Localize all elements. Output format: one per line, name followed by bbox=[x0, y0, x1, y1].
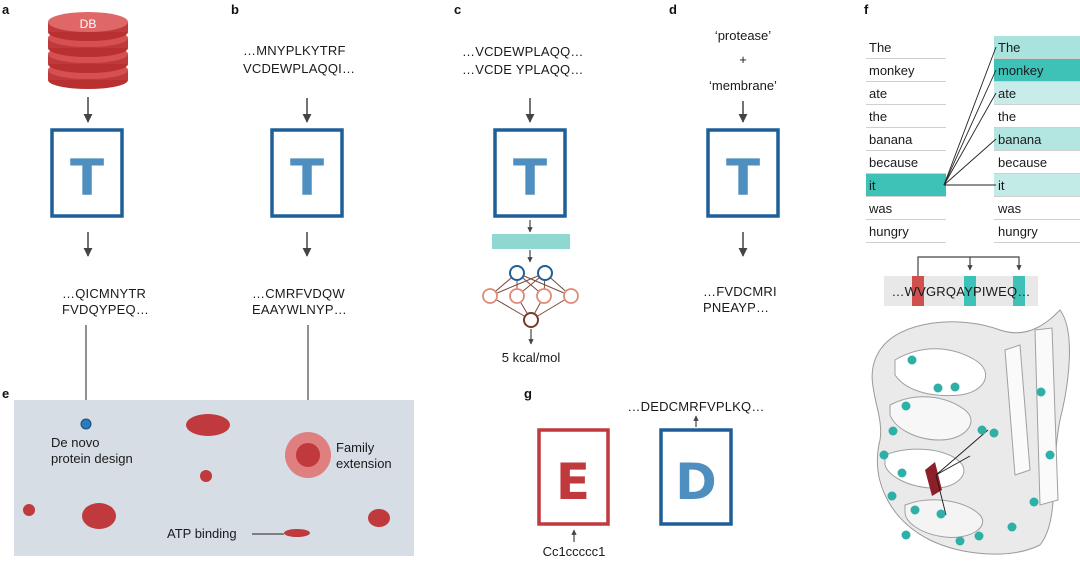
attn-right-word: banana bbox=[998, 132, 1042, 147]
prompt-plus: + bbox=[739, 52, 747, 67]
attn-left-word: banana bbox=[869, 132, 913, 147]
protein-structure bbox=[871, 309, 1070, 555]
attn-right-highlight bbox=[994, 36, 1080, 58]
attn-right-word: hungry bbox=[998, 224, 1038, 239]
panel-label-e: e bbox=[2, 386, 9, 401]
prompt-protease: ‘protease’ bbox=[715, 28, 771, 43]
decoded-sequence: …DEDCMRFVPLKQ… bbox=[627, 399, 764, 414]
prompt-membrane: ‘membrane’ bbox=[709, 78, 777, 93]
attention-words-left: The monkey ate the banana because it was hungry bbox=[866, 40, 946, 243]
output-seq-d-2: PNEAYP… bbox=[703, 300, 769, 315]
transformer-block-c bbox=[493, 128, 567, 218]
output-seq-b-2: EAAYWLNYP… bbox=[252, 302, 347, 317]
annotation-de-novo-2: protein design bbox=[51, 451, 133, 466]
sequence-track bbox=[884, 276, 1038, 306]
attn-right-highlight bbox=[994, 174, 1080, 196]
attn-left-word: because bbox=[869, 155, 918, 170]
decoder-letter: D bbox=[675, 453, 717, 511]
sequence-attended-residue-2 bbox=[1013, 276, 1025, 306]
annotation-atp: ATP binding bbox=[167, 526, 237, 541]
panel-label-f: f bbox=[864, 2, 869, 17]
sequence-query-residue bbox=[912, 276, 924, 306]
sequence-attended-residue-1 bbox=[964, 276, 976, 306]
input-seq-c-2: …VCDE YPLAQQ… bbox=[462, 62, 584, 77]
de-novo-point bbox=[80, 418, 92, 430]
panel-label-c: c bbox=[454, 2, 461, 17]
attention-lines bbox=[943, 46, 997, 186]
attn-left-highlight bbox=[866, 174, 946, 196]
attn-line bbox=[943, 46, 997, 186]
annotation-family-1: Family bbox=[336, 440, 375, 455]
attn-right-highlight bbox=[994, 82, 1080, 104]
attn-left-word: monkey bbox=[869, 63, 915, 78]
attn-right-highlight bbox=[994, 128, 1080, 150]
attn-right-word: The bbox=[998, 40, 1020, 55]
attn-right-word: because bbox=[998, 155, 1047, 170]
annotation-family-2: extension bbox=[336, 456, 392, 471]
smiles-input: Cc1ccccc1 bbox=[543, 544, 606, 559]
attn-left-word: it bbox=[869, 178, 876, 193]
protein-space-blobs bbox=[23, 414, 390, 537]
attn-line bbox=[943, 69, 997, 186]
attn-right-word: was bbox=[997, 201, 1022, 216]
attn-left-word: the bbox=[869, 109, 887, 124]
attn-left-word: hungry bbox=[869, 224, 909, 239]
energy-output: 5 kcal/mol bbox=[502, 350, 561, 365]
transformer-letter-b: T bbox=[290, 149, 324, 207]
output-seq-a-2: FVDQYPEQ… bbox=[62, 302, 149, 317]
attention-sequence: …WVGRQAYPIWEQ… bbox=[891, 284, 1030, 299]
transformer-letter-d: T bbox=[726, 149, 760, 207]
attn-line bbox=[943, 138, 997, 186]
attn-left-word: ate bbox=[869, 86, 887, 101]
panel-label-b: b bbox=[231, 2, 239, 17]
encoder-block bbox=[537, 428, 610, 526]
encoder-letter: E bbox=[556, 453, 590, 511]
database-stack: DB bbox=[48, 12, 128, 89]
output-seq-b-1: …CMRFVDQW bbox=[252, 286, 345, 301]
attn-right-word: ate bbox=[998, 86, 1016, 101]
panel-label-a: a bbox=[2, 2, 10, 17]
decoder-block bbox=[659, 428, 733, 526]
output-seq-d-1: …FVDCMRI bbox=[703, 284, 777, 299]
attn-right-highlight bbox=[994, 59, 1080, 81]
neural-network-head bbox=[482, 265, 579, 328]
embedding-bar bbox=[492, 234, 570, 249]
attn-right-word: monkey bbox=[998, 63, 1044, 78]
input-seq-c-1: …VCDEWPLAQQ… bbox=[462, 44, 584, 59]
attention-words-right: The monkey ate the banana because it was hungry bbox=[994, 36, 1080, 243]
attn-right-word: it bbox=[998, 178, 1005, 193]
panel-label-d: d bbox=[669, 2, 677, 17]
attn-right-word: the bbox=[998, 109, 1016, 124]
attn-line bbox=[943, 92, 997, 186]
input-seq-b-2: VCDEWPLAQQI… bbox=[243, 61, 355, 76]
transformer-letter-a: T bbox=[70, 149, 104, 207]
transformer-block-a bbox=[50, 128, 124, 218]
db-label: DB bbox=[80, 17, 97, 31]
transformer-letter-c: T bbox=[513, 149, 547, 207]
input-seq-b-1: …MNYPLKYTRF bbox=[243, 43, 346, 58]
transformer-block-b bbox=[270, 128, 344, 218]
transformer-block-d bbox=[706, 128, 780, 218]
annotation-de-novo-1: De novo bbox=[51, 435, 99, 450]
panel-label-g: g bbox=[524, 386, 532, 401]
attn-left-word: was bbox=[868, 201, 893, 216]
attn-left-word: The bbox=[869, 40, 891, 55]
output-seq-a-1: …QICMNYTR bbox=[62, 286, 146, 301]
sequence-attention-arrow bbox=[917, 256, 1022, 276]
